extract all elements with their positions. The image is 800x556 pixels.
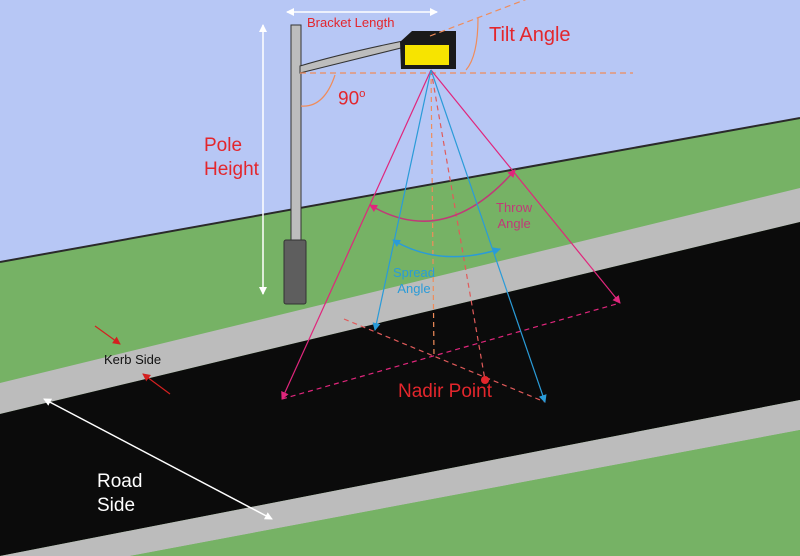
degree-symbol: o: [359, 88, 366, 100]
throw-angle-label: Throw Angle: [496, 200, 532, 232]
right-angle-value: 90: [338, 88, 360, 110]
back-pavement: [0, 188, 800, 414]
throw-angle-line-1: Throw: [496, 200, 533, 215]
spread-angle-line-2: Angle: [397, 281, 431, 296]
throw-line-right: [430, 69, 621, 304]
nadir-point-label: Nadir Point: [398, 381, 492, 402]
pole-height-line-1: Pole: [204, 135, 243, 156]
kerb-arrow-top: [94, 325, 121, 345]
front-grass: [130, 430, 800, 556]
pole-height-label: Pole Height: [204, 134, 259, 182]
tilt-arc: [465, 17, 479, 71]
right-angle-arc: [300, 74, 336, 107]
spread-line-right: [430, 69, 547, 403]
pole-height-line-2: Height: [204, 159, 259, 180]
tilt-angle-label: Tilt Angle: [489, 24, 571, 46]
spread-angle-label: Spread Angle: [393, 265, 435, 297]
throw-arc: [369, 169, 516, 222]
kerb-arrow-bottom: [142, 373, 171, 395]
road-side-line-1: Road: [97, 471, 143, 492]
road-width-arrow: [43, 398, 273, 520]
right-angle-label: 90o: [338, 88, 365, 110]
pole-shaft: [290, 24, 302, 246]
throw-angle-line-2: Angle: [497, 216, 531, 231]
spread-line-left: [372, 69, 432, 331]
road-side-line-2: Side: [97, 495, 136, 516]
tilt-angle-line: [429, 0, 527, 37]
nadir-throw-line: [430, 69, 486, 381]
spread-angle-line-1: Spread: [393, 265, 435, 280]
throw-line-left: [281, 69, 432, 400]
footprint-back-edge: [343, 318, 546, 403]
nadir-line: [430, 69, 435, 358]
footprint-front-edge: [281, 302, 621, 400]
kerb-side-label: Kerb Side: [104, 352, 162, 367]
lamp-lens: [405, 45, 449, 65]
pole-base: [283, 239, 307, 305]
spread-arc: [392, 239, 501, 258]
nadir-point-marker: [481, 376, 489, 384]
road-side-label: Road Side: [97, 470, 142, 518]
bracket-length-label: Bracket Length: [307, 15, 395, 30]
